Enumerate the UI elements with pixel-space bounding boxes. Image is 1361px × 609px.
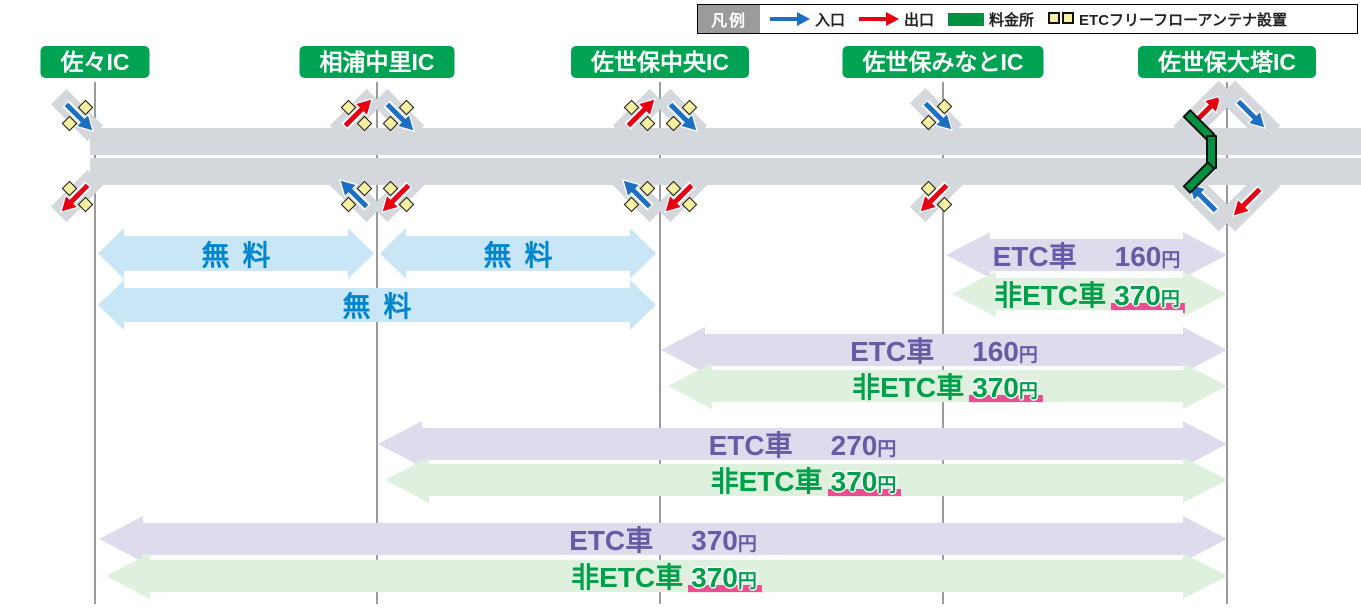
free-section-arrow: 無料	[98, 280, 656, 330]
legend: 凡例 入口 出口 料金所 ETC	[697, 4, 1358, 34]
exit-arrow-icon	[624, 98, 656, 130]
road-upper-lane	[90, 128, 1361, 155]
etc-price-unit: 円	[1161, 250, 1181, 271]
free-section-arrow: 無料	[380, 228, 656, 279]
road-lower-lane	[90, 158, 1361, 185]
legend-title: 凡例	[698, 5, 760, 33]
legend-item-entrance: 入口	[770, 9, 845, 30]
non-etc-price-underlined: 370円	[1111, 280, 1185, 313]
non-etc-price-unit: 円	[877, 475, 897, 496]
station-label-sasebo-daito: 佐世保大塔IC	[1138, 46, 1316, 78]
entrance-arrow-icon	[383, 100, 415, 132]
legend-item-label: 料金所	[989, 11, 1035, 29]
legend-item-exit: 出口	[859, 9, 934, 30]
entrance-arrow-icon	[1234, 97, 1266, 129]
exit-arrow-icon	[341, 98, 373, 130]
non-etc-price: 370	[830, 466, 878, 497]
legend-item-tollgate: 料金所	[948, 9, 1034, 30]
etc-price: 160	[1114, 241, 1162, 272]
entrance-arrow-icon	[770, 12, 810, 26]
non-etc-price-underlined: 370円	[828, 466, 902, 499]
entrance-arrow-icon	[1188, 183, 1220, 215]
etc-fare-arrow: ETC車 160円	[661, 327, 1227, 373]
non-etc-price-underlined: 370円	[688, 562, 762, 595]
exit-arrow-icon	[859, 12, 900, 26]
etc-fare-arrow: ETC車 160円	[946, 232, 1227, 278]
entrance-arrow-icon	[62, 100, 94, 132]
etc-price-unit: 円	[1018, 345, 1038, 366]
non-etc-price-unit: 円	[1018, 381, 1038, 402]
free-label: 無料	[483, 239, 566, 271]
legend-item-label: ETCフリーフローアンテナ設置	[1079, 11, 1287, 29]
etc-price: 270	[830, 430, 878, 461]
non-etc-price: 370	[1114, 280, 1161, 311]
non-etc-vehicle-label: 非ETC車	[571, 562, 684, 593]
etc-price: 160	[972, 336, 1019, 367]
etc-vehicle-label: ETC車	[708, 430, 793, 461]
non-etc-price: 370	[972, 372, 1019, 403]
etc-antenna-icon	[1048, 11, 1075, 28]
exit-arrow-icon	[60, 181, 92, 213]
non-etc-vehicle-label: 非ETC車	[710, 466, 823, 497]
legend-item-label: 出口	[904, 11, 935, 29]
free-label: 無料	[201, 239, 284, 271]
legend-items: 入口 出口 料金所 ETCフリーフローアンテナ設置	[760, 5, 1297, 33]
station-label-ainoura-nakazato: 相浦中里IC	[299, 46, 455, 78]
entrance-arrow-icon	[666, 100, 698, 132]
free-section-arrow: 無料	[98, 228, 374, 279]
non-etc-price: 370	[691, 562, 738, 593]
tollgate-icon	[948, 12, 985, 26]
etc-vehicle-label: ETC車	[569, 525, 654, 556]
non-etc-price-underlined: 370円	[969, 372, 1043, 405]
station-label-sasebo-minato: 佐世保みなとIC	[842, 46, 1044, 78]
non-etc-price-unit: 円	[737, 571, 757, 592]
non-etc-vehicle-label: 非ETC車	[994, 280, 1107, 311]
etc-price-unit: 円	[737, 534, 757, 555]
entrance-arrow-icon	[339, 179, 371, 211]
legend-item-antenna: ETCフリーフローアンテナ設置	[1048, 9, 1287, 30]
station-line	[659, 82, 661, 604]
etc-price-unit: 円	[877, 439, 897, 460]
station-label-sasebo-chuo: 佐世保中央IC	[571, 46, 749, 78]
exit-arrow-icon	[919, 181, 951, 213]
etc-price: 370	[691, 525, 738, 556]
non-etc-price-unit: 円	[1160, 289, 1180, 310]
exit-arrow-icon	[381, 181, 413, 213]
etc-vehicle-label: ETC車	[850, 336, 935, 367]
exit-arrow-icon	[1232, 185, 1264, 217]
station-line	[376, 82, 378, 604]
station-line	[1226, 82, 1228, 604]
non-etc-vehicle-label: 非ETC車	[852, 372, 965, 403]
etc-fare-arrow: ETC車 370円	[99, 516, 1227, 562]
legend-item-label: 入口	[815, 11, 846, 29]
station-label-sasa: 佐々IC	[40, 46, 150, 78]
entrance-arrow-icon	[921, 99, 953, 131]
entrance-arrow-icon	[622, 179, 654, 211]
exit-arrow-icon	[664, 181, 696, 213]
free-label: 無料	[342, 291, 425, 322]
station-line	[94, 82, 96, 604]
etc-vehicle-label: ETC車	[992, 241, 1077, 272]
etc-fare-arrow: ETC車 270円	[378, 421, 1227, 467]
